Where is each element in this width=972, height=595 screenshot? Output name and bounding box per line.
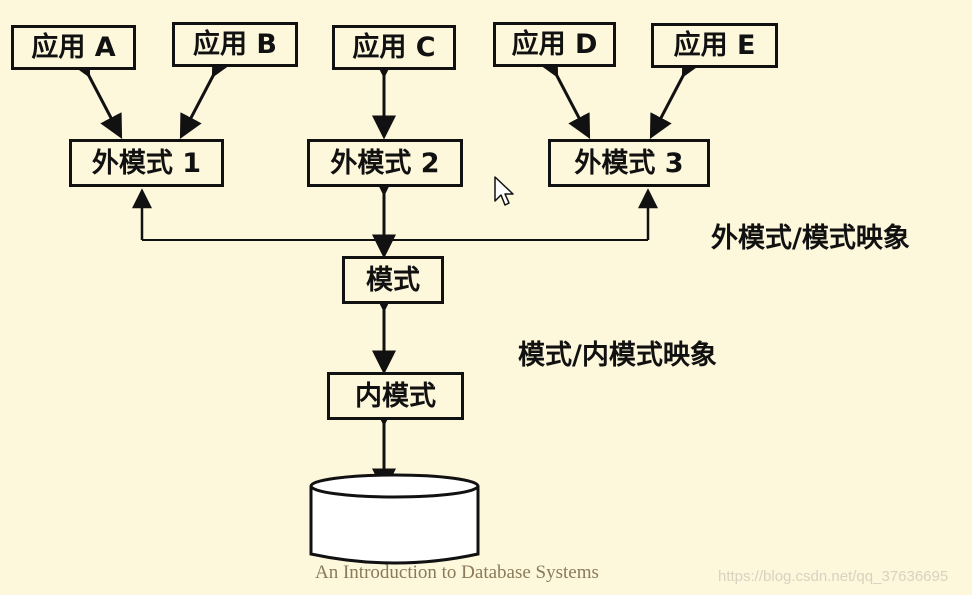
app-c-label: 应用 C bbox=[352, 32, 436, 63]
app-e-label: 应用 E bbox=[673, 30, 756, 61]
app-a-label: 应用 A bbox=[31, 32, 116, 63]
internal-schema-box: 内模式 bbox=[327, 372, 464, 420]
schema-box: 模式 bbox=[342, 256, 444, 304]
external-schema-2-label: 外模式 2 bbox=[330, 147, 440, 179]
external-schema-mapping-label: 外模式/模式映象 bbox=[711, 223, 910, 254]
external-schema-2-box: 外模式 2 bbox=[307, 139, 463, 187]
internal-schema-label: 内模式 bbox=[355, 380, 436, 412]
external-schema-3-box: 外模式 3 bbox=[548, 139, 710, 187]
mouse-pointer-icon bbox=[494, 176, 514, 206]
external-schema-1-label: 外模式 1 bbox=[91, 147, 202, 179]
arrow-app-b-ext1 bbox=[179, 51, 234, 139]
database-cylinder-icon bbox=[309, 473, 480, 565]
watermark-url: https://blog.csdn.net/qq_37636695 bbox=[718, 568, 949, 585]
app-c-box: 应用 C bbox=[332, 25, 456, 70]
app-e-box: 应用 E bbox=[651, 23, 778, 68]
app-d-label: 应用 D bbox=[511, 29, 598, 60]
app-b-box: 应用 B bbox=[172, 22, 298, 67]
app-a-box: 应用 A bbox=[11, 25, 136, 70]
external-schema-3-label: 外模式 3 bbox=[574, 147, 684, 179]
footer-caption: An Introduction to Database Systems bbox=[315, 562, 599, 583]
arrow-app-d-ext3 bbox=[536, 51, 591, 139]
app-b-label: 应用 B bbox=[193, 29, 277, 60]
schema-label: 模式 bbox=[366, 264, 420, 296]
arrow-app-a-ext1 bbox=[68, 51, 123, 139]
external-schema-1-box: 外模式 1 bbox=[69, 139, 224, 187]
schema-internal-mapping-label: 模式/内模式映象 bbox=[518, 340, 717, 371]
arrow-app-e-ext3 bbox=[649, 51, 704, 139]
app-d-box: 应用 D bbox=[493, 22, 616, 67]
